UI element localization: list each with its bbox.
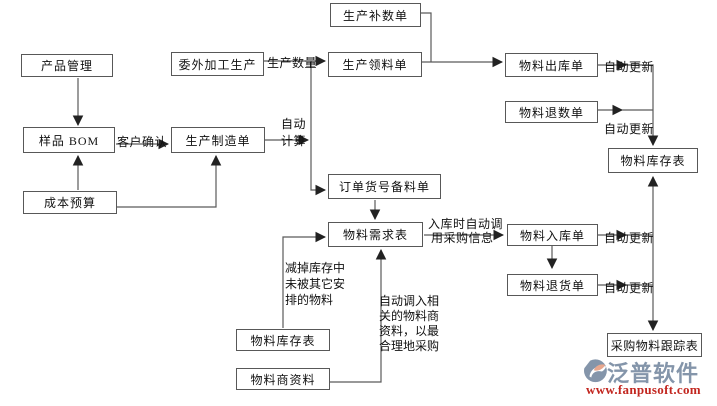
- edge-label-auto-update-inbound: 自动更新: [604, 231, 655, 245]
- edge-label-warehouse-note-line2: 用采购信息: [431, 231, 494, 245]
- note-deduct-stock-line3: 排的物料: [285, 293, 334, 307]
- note-auto-import: 自动调入相 关的物料商 资料，以最 合理地采购: [374, 294, 444, 354]
- node-material-stock-right: 物料库存表: [608, 148, 698, 173]
- note-auto-import-line3: 资料，以最: [378, 324, 439, 338]
- fanpu-logo-icon: [584, 359, 607, 383]
- node-material-return-qty: 物料退数单: [505, 101, 598, 123]
- node-product-management: 产品管理: [21, 54, 113, 77]
- note-auto-import-line1: 自动调入相: [378, 294, 439, 308]
- edge-label-production-qty: 生产数量: [267, 56, 318, 70]
- node-material-stock-left: 物料库存表: [236, 329, 330, 351]
- edge-label-auto-calc-line2: 计算: [281, 134, 307, 148]
- node-material-outbound: 物料出库单: [505, 53, 598, 77]
- edge-label-auto-calc-line1: 自动: [281, 117, 307, 131]
- node-cost-budget: 成本预算: [23, 191, 117, 214]
- node-supplier-data: 物料商资料: [236, 368, 330, 390]
- node-material-return-goods: 物料退货单: [507, 274, 598, 296]
- logo-brand-text: 泛普软件: [607, 361, 700, 386]
- logo-url-text: www.fanpusoft.com: [586, 382, 701, 397]
- edge-label-customer-confirm: 客户确认: [117, 135, 168, 149]
- node-production-supplement: 生产补数单: [330, 3, 421, 27]
- edge-label-auto-update-return-qty: 自动更新: [604, 122, 655, 136]
- note-deduct-stock: 减掉库存中 未被其它安 排的物料: [285, 260, 345, 308]
- node-material-inbound: 物料入库单: [507, 224, 598, 246]
- note-auto-import-line4: 合理地采购: [378, 339, 439, 353]
- note-deduct-stock-line1: 减掉库存中: [285, 261, 346, 275]
- note-deduct-stock-line2: 未被其它安: [285, 277, 346, 291]
- note-auto-import-line2: 关的物料商: [378, 309, 439, 323]
- node-order-prep-list: 订单货号备料单: [328, 174, 441, 199]
- node-production-requisition: 生产领料单: [328, 52, 422, 77]
- node-production-order: 生产制造单: [171, 127, 265, 153]
- edge-label-auto-update-return-goods: 自动更新: [604, 281, 655, 295]
- node-outsourced-production: 委外加工生产: [171, 52, 264, 76]
- node-sample-bom: 样品 BOM: [23, 127, 115, 153]
- edge-label-warehouse-note-line1: 入库时自动调: [428, 217, 504, 231]
- node-material-demand: 物料需求表: [328, 222, 423, 247]
- node-purchase-tracking: 采购物料跟踪表: [607, 333, 702, 357]
- edge-label-auto-update-outbound: 自动更新: [604, 60, 655, 74]
